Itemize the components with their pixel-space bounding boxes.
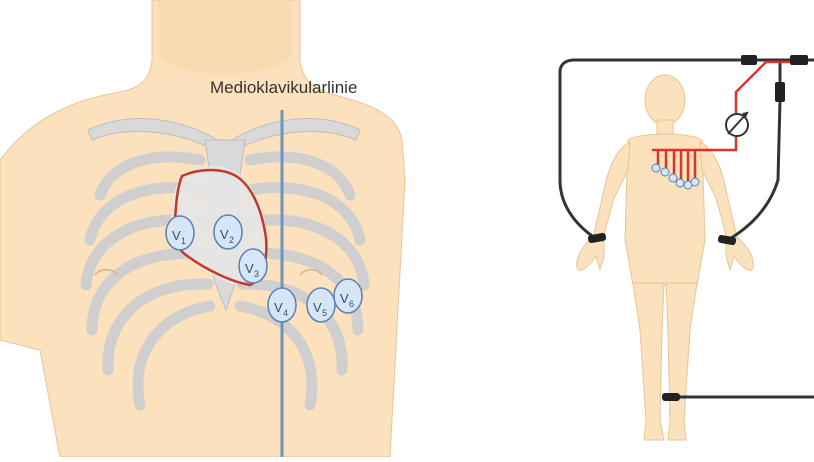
chest-panel: Medioklavikularlinie V 1 V 2 V 3 V 4 V 5 [0,0,405,457]
svg-text:V: V [274,300,283,315]
svg-text:V: V [245,261,254,276]
svg-text:V: V [172,228,181,243]
svg-text:6: 6 [349,299,354,309]
electrode-v2: V 2 [214,215,242,249]
svg-text:2: 2 [229,235,234,245]
svg-text:V: V [313,300,322,315]
svg-text:1: 1 [181,236,186,246]
electrode-v6: V 6 [334,279,362,313]
svg-text:5: 5 [322,308,327,318]
neck [158,0,292,74]
svg-text:4: 4 [283,308,288,318]
body-panel [560,55,814,440]
midclavicular-line-label: Medioklavikularlinie [210,78,357,97]
svg-text:V: V [220,227,229,242]
electrode-v1: V 1 [166,216,194,250]
electrode-v3: V 3 [239,249,267,283]
svg-text:V: V [340,291,349,306]
electrode-v5: V 5 [307,288,335,322]
electrode-v4: V 4 [268,288,296,322]
svg-text:3: 3 [254,269,259,279]
galvanometer-icon [726,112,748,136]
